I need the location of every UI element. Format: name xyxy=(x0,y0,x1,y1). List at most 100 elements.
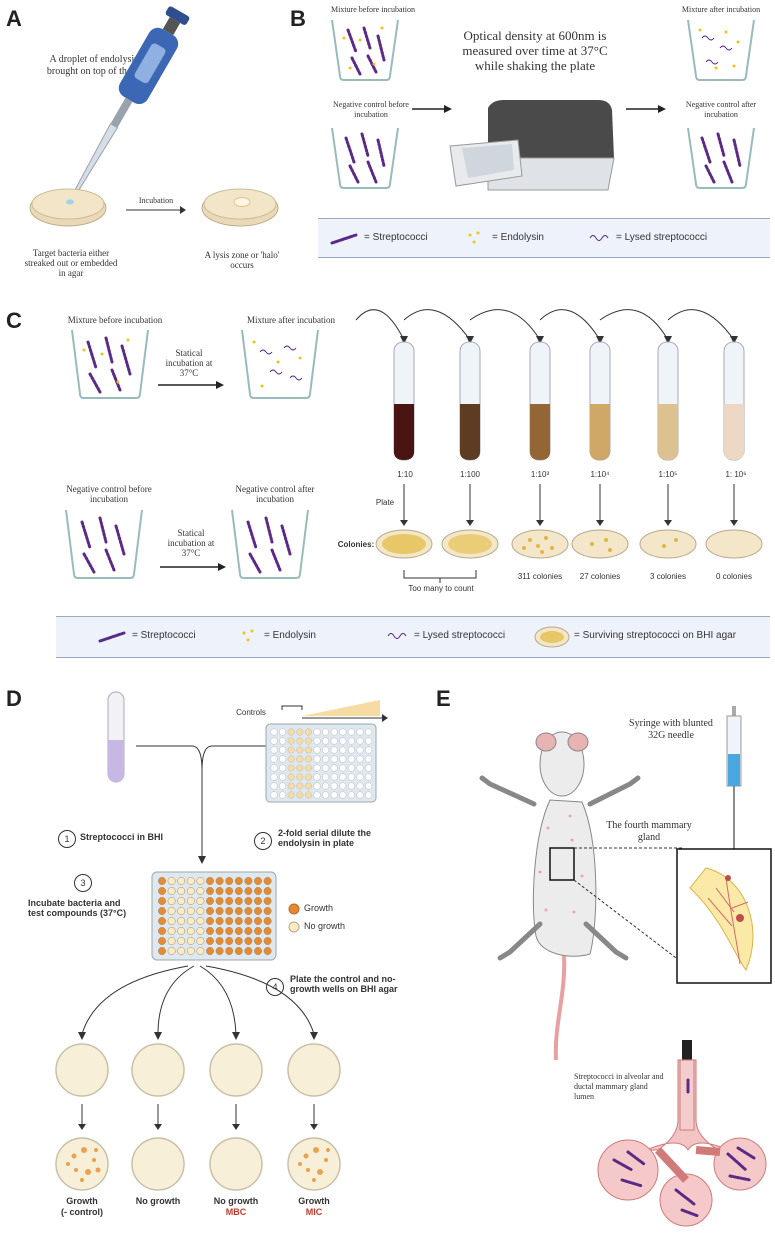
dilution-5: 1:10⁵ xyxy=(658,470,678,479)
b-arrow-to-reader xyxy=(412,105,452,113)
panel-letter-e: E xyxy=(436,686,451,711)
c-legend: = Streptococci = Endolysin = Lysed strep… xyxy=(56,616,770,658)
growth-legend-label: Growth xyxy=(304,903,334,913)
c-legend-surviving: = Surviving streptococci on BHI agar xyxy=(574,630,737,641)
count-311: 311 colonies xyxy=(517,572,563,581)
b-legend-lysed: = Lysed streptococci xyxy=(616,232,708,243)
b-well-neg-after xyxy=(687,127,755,189)
b-neg-before-label: Negative control before incubation xyxy=(333,100,409,119)
c-legend-strep: = Streptococci xyxy=(132,630,196,641)
dilution-2: 1:100 xyxy=(459,470,481,479)
too-many-bracket xyxy=(403,570,477,583)
mammary-gland-inset xyxy=(676,848,772,984)
step4-label: Plate the control and no-growth wells on… xyxy=(290,974,398,994)
step1-num: 1 xyxy=(58,830,76,848)
colonies-label: Colonies: xyxy=(337,540,375,549)
syringe-caption: Syringe with blunted 32G needle xyxy=(629,718,713,741)
d-connector xyxy=(136,745,268,864)
mouse-illustration xyxy=(479,731,641,1061)
gland-caption: The fourth mammary gland xyxy=(606,820,692,843)
dilution-4: 1:10⁴ xyxy=(590,470,610,479)
d-result-plates xyxy=(55,1043,341,1191)
step1-label: Streptococci in BHI xyxy=(80,832,164,842)
c-well-mix-before xyxy=(71,329,149,399)
count-3: 3 colonies xyxy=(649,572,687,581)
c-arrow-bottom xyxy=(160,563,226,571)
petri-dish-before xyxy=(29,188,107,227)
panel-letter-c: C xyxy=(6,308,22,333)
c-mix-after-label: Mixture after incubation xyxy=(247,315,335,325)
droplet-caption: A droplet of endolysin is brought on top… xyxy=(46,54,152,77)
too-many-label: Too many to count xyxy=(408,584,474,593)
c-legend-lysed: = Lysed streptococci xyxy=(414,630,506,641)
incubation-plate xyxy=(151,871,277,961)
incubation-arrow xyxy=(126,206,186,214)
d-branching-arrows xyxy=(78,965,318,1040)
panel-letter-a: A xyxy=(6,6,22,31)
colony-plates xyxy=(375,529,763,559)
b-well-neg-before xyxy=(331,127,399,189)
dilution-3: 1:10³ xyxy=(530,470,550,479)
b-well-mix-before xyxy=(331,19,399,81)
c-neg-before-label: Negative control before incubation xyxy=(66,484,152,504)
plate-reader xyxy=(449,100,615,191)
result-3-label: No growth xyxy=(213,1196,259,1206)
controls-label: Controls xyxy=(236,708,266,717)
serial-plate xyxy=(265,700,388,803)
result-3-sub: MBC xyxy=(225,1207,247,1217)
lumen-illustration xyxy=(597,1040,767,1227)
dilution-6: 1: 10⁶ xyxy=(725,470,747,479)
step2-label: 2-fold serial dilute the endolysin in pl… xyxy=(278,828,372,848)
plate-label: Plate xyxy=(375,498,395,507)
result-4-sub: MIC xyxy=(305,1207,323,1217)
panel-letter-b: B xyxy=(290,6,306,31)
c-well-mix-after xyxy=(241,329,319,399)
c-statical-label-2: Statical incubation at 37°C xyxy=(167,528,215,558)
b-legend-strep: = Streptococci xyxy=(364,232,428,243)
step2-num: 2 xyxy=(254,832,272,850)
c-statical-label: Statical incubation at 37°C xyxy=(165,348,213,378)
c-strep-legend-icon xyxy=(98,631,126,643)
result-1-sub: (- control) xyxy=(61,1207,103,1217)
no-growth-legend-label: No growth xyxy=(304,921,346,931)
count-27: 27 colonies xyxy=(579,572,621,581)
c-well-neg-after xyxy=(231,509,309,579)
strep-legend-icon xyxy=(330,233,358,245)
c-surviving-legend-icon xyxy=(534,626,570,648)
result-2-label: No growth xyxy=(135,1196,181,1206)
b-mix-after-label: Mixture after incubation xyxy=(681,5,761,14)
b-neg-after-label: Negative control after incubation xyxy=(685,100,757,119)
b-well-mix-after xyxy=(687,19,755,81)
c-lysed-legend-icon xyxy=(387,633,407,639)
syringe-illustration xyxy=(726,706,742,850)
c-neg-after-label: Negative control after incubation xyxy=(235,484,315,504)
lysis-caption: A lysis zone or 'halo' occurs xyxy=(204,250,280,270)
plating-arrows xyxy=(400,484,738,526)
dilution-series xyxy=(355,309,745,461)
count-0: 0 colonies xyxy=(715,572,753,581)
panel-letter-d: D xyxy=(6,686,22,711)
lysed-legend-icon xyxy=(589,235,609,241)
b-legend-endo: = Endolysin xyxy=(492,232,544,243)
b-arrow-from-reader xyxy=(626,105,666,113)
pipette-illustration xyxy=(63,6,190,212)
od-caption: Optical density at 600nm is measured ove… xyxy=(462,28,608,73)
endolysin-legend-icon xyxy=(468,231,480,244)
b-legend: = Streptococci = Endolysin = Lysed strep… xyxy=(318,218,770,258)
c-arrow-top xyxy=(158,381,224,389)
growth-legend-dot xyxy=(288,903,300,915)
step3-num: 3 xyxy=(74,874,92,892)
c-endo-legend-icon xyxy=(242,629,254,642)
b-mix-before-label: Mixture before incubation xyxy=(331,5,415,14)
zoom-lines xyxy=(573,847,685,965)
c-well-neg-before xyxy=(65,509,143,579)
dilution-1: 1:10 xyxy=(397,470,413,479)
result-1-label: Growth xyxy=(66,1196,98,1206)
c-legend-endo: = Endolysin xyxy=(264,630,316,641)
incubation-label: Incubation xyxy=(138,196,174,205)
no-growth-legend-dot xyxy=(288,921,300,933)
bhi-tube xyxy=(107,691,125,783)
petri-dish-halo xyxy=(201,188,279,227)
step4-num: 4 xyxy=(266,978,284,996)
result-4-label: Growth xyxy=(298,1196,330,1206)
